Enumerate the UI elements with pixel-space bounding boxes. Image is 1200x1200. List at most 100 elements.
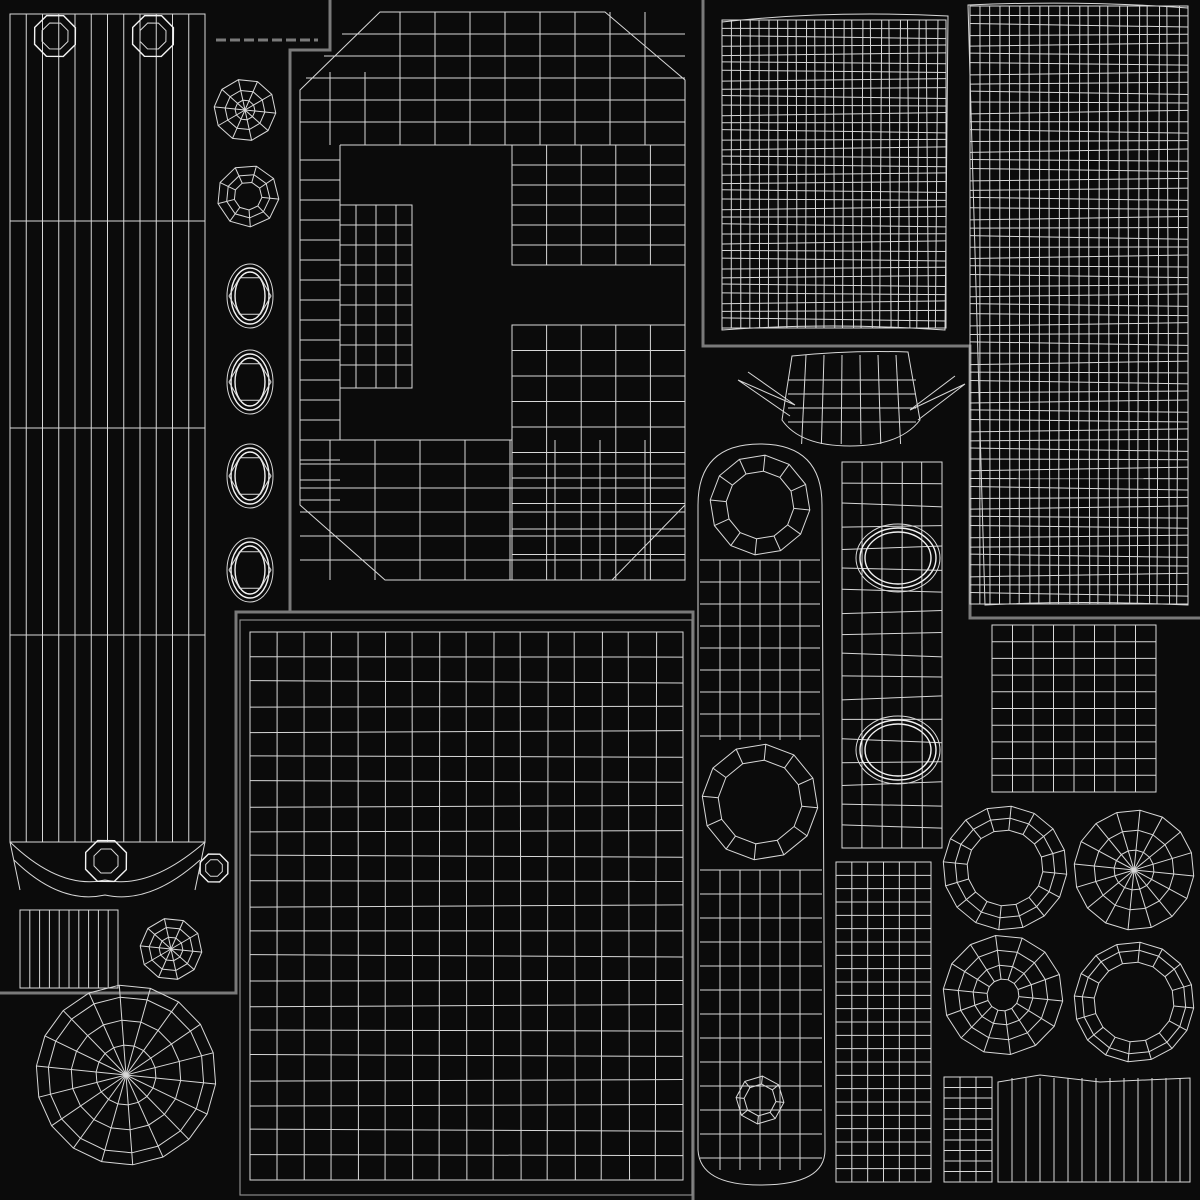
- wire-edge: [777, 19, 779, 329]
- wire-frame: [239, 619, 693, 1196]
- wire-edge: [877, 354, 882, 445]
- wire-edge: [793, 826, 808, 837]
- wire-edge: [721, 249, 947, 253]
- wire-edge: [712, 767, 727, 778]
- wire-ring: [93, 848, 119, 874]
- wire-edge: [841, 632, 943, 636]
- wire-edge: [1176, 5, 1180, 605]
- wire-edge: [249, 854, 684, 858]
- wire-edge: [38, 1074, 127, 1098]
- wire-nut: [230, 541, 270, 599]
- wire-edge: [769, 1112, 776, 1119]
- wire-edge: [1087, 1026, 1104, 1041]
- wire-ring: [942, 805, 1068, 931]
- wire-edge: [969, 187, 1189, 191]
- wire-edge: [841, 824, 943, 829]
- wire-edge: [1136, 5, 1141, 605]
- wire-edge: [170, 948, 202, 953]
- wire-edge: [1028, 5, 1031, 605]
- wire-edge: [969, 544, 1189, 548]
- wire-edge: [841, 567, 943, 571]
- wire-nut: [234, 357, 266, 407]
- wire-edge: [758, 19, 761, 329]
- wire-edge: [244, 109, 269, 132]
- wire-edge: [906, 19, 911, 329]
- wire-edge: [969, 409, 1189, 413]
- wire-edge: [573, 631, 576, 1181]
- wire-edge: [969, 458, 1189, 461]
- wire-edge: [969, 101, 1189, 104]
- wire-outline: [697, 443, 826, 1186]
- wire-edge: [969, 419, 1189, 423]
- wire-edge: [969, 293, 1189, 298]
- wire-edge: [1164, 963, 1181, 978]
- wire-edge: [249, 830, 684, 833]
- wire-edge: [969, 81, 1189, 85]
- wire-ring: [966, 829, 1044, 907]
- wire-edge: [1028, 897, 1045, 917]
- wire-edge: [217, 198, 235, 205]
- wire-edge: [969, 168, 1189, 172]
- wire-edge: [244, 81, 258, 111]
- wire-flare: [13, 859, 201, 898]
- wire-edge: [763, 744, 767, 761]
- wire-ring: [228, 277, 272, 315]
- wire-edge: [51, 1074, 127, 1127]
- wire-nut: [226, 537, 274, 603]
- wire-edge: [969, 254, 1189, 260]
- wire-edge: [1116, 812, 1135, 871]
- wire-edge: [969, 390, 1189, 394]
- wire-edge: [735, 748, 744, 764]
- wire-edge: [841, 675, 943, 678]
- wire-edge: [841, 695, 943, 701]
- wire-edge: [1133, 810, 1141, 871]
- wire-edge: [841, 652, 943, 658]
- wire-edge: [841, 588, 943, 593]
- wire-edge: [259, 178, 274, 189]
- wire-ring: [228, 457, 272, 495]
- wire-edge: [841, 545, 943, 551]
- wire-edge: [721, 35, 947, 40]
- wire-edge: [248, 209, 251, 227]
- wire-edge: [714, 518, 730, 527]
- wire-edge: [969, 109, 1189, 115]
- wire-edge: [249, 730, 684, 734]
- wire-frame: [969, 5, 1189, 605]
- wire-nut: [234, 545, 266, 595]
- wire-edge: [969, 553, 1189, 558]
- wire-edge: [975, 901, 988, 923]
- wire-edge: [249, 954, 684, 958]
- wire-edge: [721, 87, 947, 90]
- wire-edge: [897, 19, 901, 329]
- wire-edge: [1076, 1013, 1096, 1020]
- wire-edge: [943, 988, 988, 994]
- wire-edge: [925, 19, 930, 329]
- wire-edge: [249, 1128, 684, 1132]
- wire-edge: [125, 1052, 214, 1076]
- wire-edge: [721, 44, 947, 47]
- wire-edge: [219, 182, 236, 191]
- wire-edge: [721, 138, 947, 141]
- wire-edge: [249, 1004, 684, 1008]
- wire-edge: [721, 172, 947, 176]
- wire-nut: [234, 271, 266, 321]
- wire-ring: [1073, 941, 1195, 1063]
- wire-edge: [1105, 1037, 1116, 1056]
- wire-edge: [249, 780, 684, 783]
- wire-edge: [1007, 937, 1023, 980]
- wire-edge: [1146, 5, 1151, 605]
- wire-edge: [721, 95, 947, 99]
- wire-edge: [1137, 942, 1141, 963]
- wire-edge: [170, 932, 199, 950]
- wire-edge: [1133, 869, 1173, 917]
- wire-edge: [170, 920, 184, 950]
- wire-edge: [170, 948, 179, 980]
- wire-edge: [719, 475, 733, 486]
- wire-edge: [721, 163, 947, 168]
- wire-edge: [1080, 841, 1135, 871]
- wire-edge: [125, 988, 151, 1076]
- wire-edge: [730, 532, 741, 546]
- wire-ring: [1073, 809, 1195, 931]
- wire-edge: [801, 354, 807, 445]
